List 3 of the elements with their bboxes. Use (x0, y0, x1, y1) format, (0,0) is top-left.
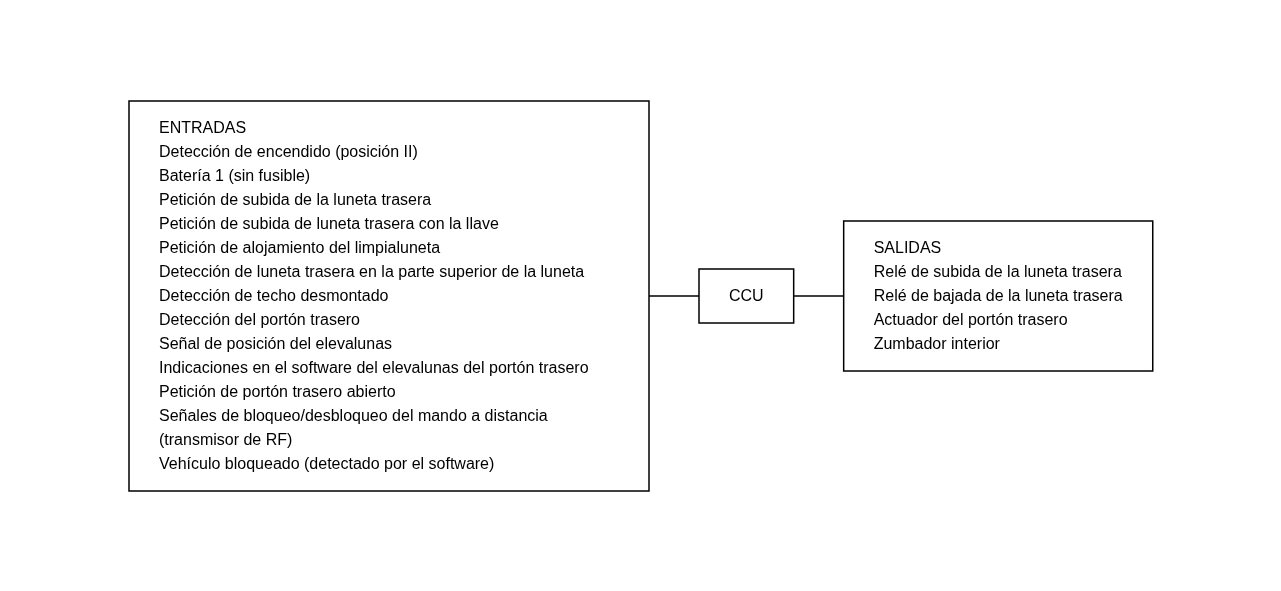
node-box: CCU (697, 267, 795, 324)
node-box: SALIDAS Relé de subida de la luneta trasera Relé de bajada de la luneta trasera Actuador del portón trasero Zumbador interior (842, 219, 1154, 372)
node-box: ENTRADAS Detección de encendido (posición II) Batería 1 (sin fusible) Petición de subida de la luneta trasera Petición de subida de luneta trasera con la llave Petición de alojamiento del limpialuneta Detección de luneta trasera en la parte superior de la luneta Detección de techo desmontado Detección del portón trasero Señal de posición del elevalunas Indicaciones en el software del elevalunas del portón trasero Petición de portón trasero abierto Señales de bloqueo/desbloqueo del mando a distancia (transmisor de RF) Vehículo bloqueado (detectado por el software) (127, 99, 650, 492)
